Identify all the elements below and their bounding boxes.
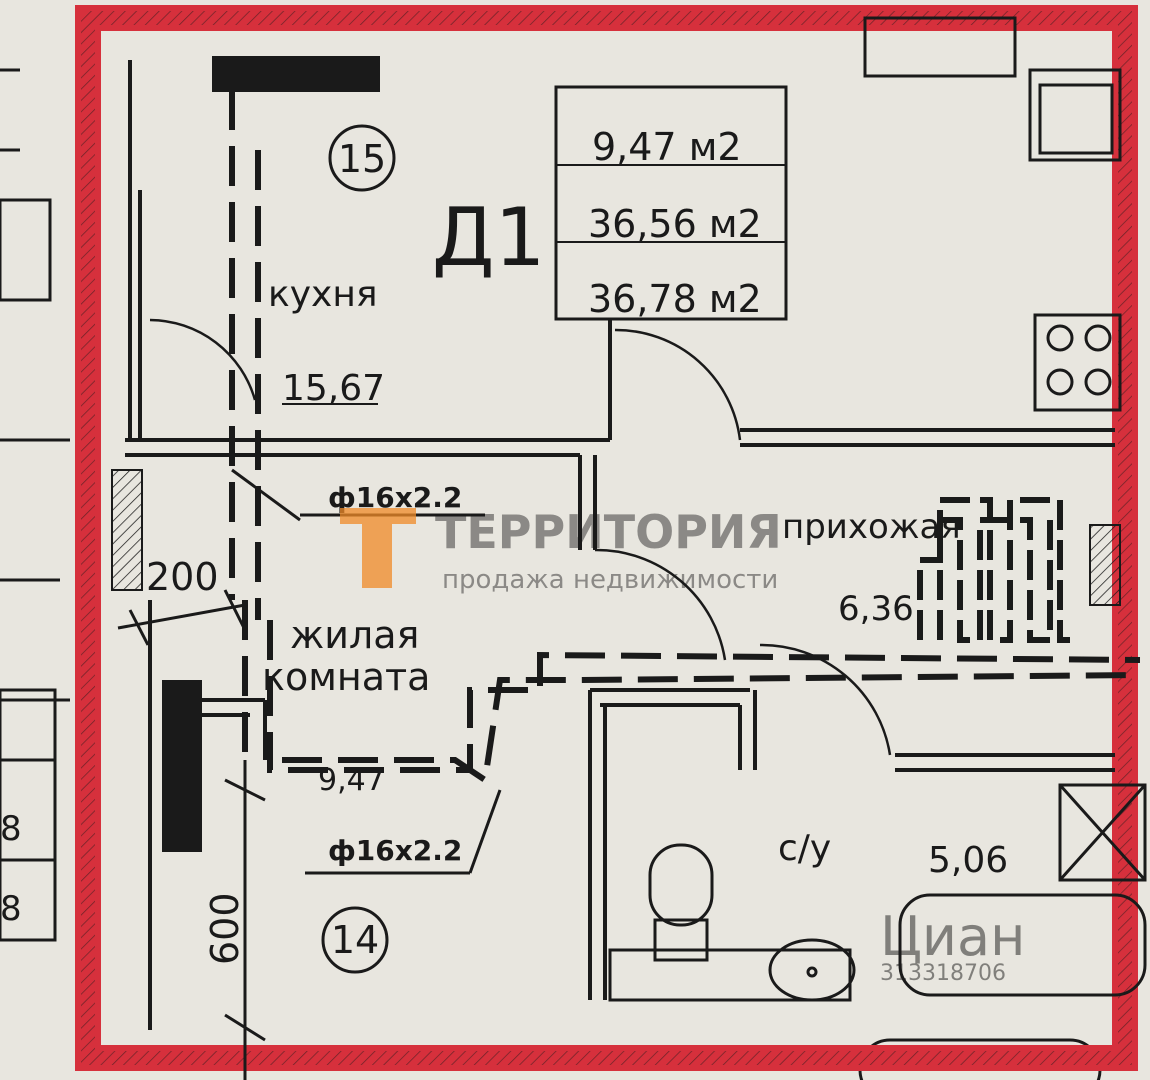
pipe-leader-bottom-diag (468, 789, 502, 874)
bathroom-name: с/у (778, 828, 831, 869)
kitchen-area: 15,67 (282, 368, 385, 409)
hall-area: 6,36 (838, 589, 914, 629)
brand-watermark: ТЕРРИТОРИЯ продажа недвижимости (340, 505, 782, 595)
living-area: 9,47 (318, 763, 385, 798)
marker-bottom: 14 (331, 918, 379, 962)
radiator-hall (917, 497, 1080, 643)
neighbour-digit-1: 8 (0, 809, 22, 849)
neighbour-digit-2: 8 (0, 889, 22, 929)
marker-circle-top (328, 124, 396, 192)
area-total: 36,56 м2 (588, 202, 762, 246)
outline-hatch (81, 11, 1132, 1065)
area-total-with-balcony: 36,78 м2 (588, 277, 762, 321)
brand-subtitle: продажа недвижимости (442, 565, 778, 595)
apartment-label: Д1 (432, 191, 545, 284)
living-name-line2: комната (262, 655, 430, 699)
door-swings (149, 318, 892, 756)
pipe-annotation-bottom: ф16х2.2 (328, 834, 462, 867)
shaft-right (1089, 524, 1121, 606)
kitchen-fixtures (863, 16, 1122, 412)
cian-id-watermark: 313318706 (880, 961, 1006, 986)
pipe-leader-top-diag (231, 468, 301, 522)
neighbour-left (0, 68, 70, 942)
bathroom-area: 5,06 (928, 840, 1008, 881)
area-living: 9,47 м2 (592, 125, 742, 169)
walls (125, 60, 1115, 1030)
living-name-line1: жилая (290, 613, 419, 657)
area-table (554, 85, 788, 321)
brand-name: ТЕРРИТОРИЯ (435, 505, 782, 559)
brand-logo-top (340, 508, 416, 524)
brand-logo-left (362, 520, 392, 588)
kitchen-name: кухня (268, 274, 378, 315)
dimension-600: 600 (203, 892, 247, 965)
bathroom-fixtures (608, 783, 1147, 1002)
marker-top: 15 (338, 137, 386, 181)
living-window-bar (162, 680, 202, 852)
dimension-lines (117, 589, 266, 1080)
kitchen-window-bar (212, 56, 380, 92)
pipe-routes (229, 90, 1141, 786)
hall-name: прихожая (782, 507, 961, 547)
shaft-left (111, 469, 143, 591)
dimension-200: 200 (146, 555, 219, 599)
cian-watermark: Циан (880, 905, 1025, 968)
marker-circle-bottom (321, 906, 389, 974)
